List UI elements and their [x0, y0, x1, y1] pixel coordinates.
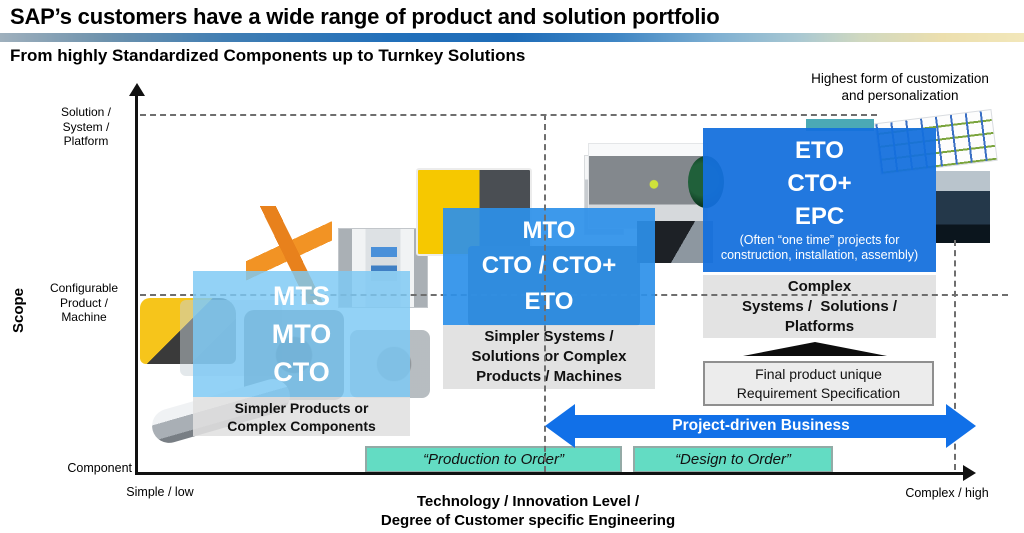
y-tick-line: Machine	[61, 310, 107, 324]
mto-caption-line: Products / Machines	[476, 368, 622, 385]
segment-eto-line: ETO	[795, 137, 844, 164]
dashed-line-solution-level	[140, 114, 877, 116]
eto-caption-line: Systems / Solutions /	[741, 297, 898, 315]
y-tick-component: Component	[67, 461, 132, 475]
y-axis-arrow-icon	[129, 83, 145, 96]
segment-mto: MTO CTO / CTO+ ETO	[443, 208, 655, 325]
production-to-order-box: “Production to Order”	[365, 446, 622, 473]
subtitle: From highly Standardized Components up t…	[10, 46, 526, 65]
final-product-box: Final product unique Requirement Specifi…	[703, 361, 934, 406]
dashed-line-mid-vertical	[544, 114, 546, 472]
segment-eto-line: EPC	[794, 203, 845, 230]
y-tick-line: Platform	[63, 134, 109, 148]
segment-mto-line: MTO	[522, 216, 576, 244]
eto-caption: Complex Systems / Solutions / Platforms	[703, 275, 936, 338]
eto-note-line: (Often “one time” projects for	[739, 233, 900, 247]
x-axis-title-line: Degree of Customer specific Engineering	[380, 512, 676, 529]
project-arrow-label: Project-driven Business	[672, 417, 850, 434]
highest-customization-line: and personalization	[841, 87, 959, 103]
y-tick-line: Configurable	[49, 281, 119, 295]
highest-customization-line: Highest form of customization	[811, 71, 989, 86]
title-divider	[0, 33, 1024, 42]
mts-caption: Simpler Products or Complex Components	[193, 397, 410, 436]
highest-customization-note: Highest form of customization and person…	[790, 71, 1010, 104]
x-axis	[135, 472, 965, 475]
segment-mts-line: MTO	[271, 318, 332, 349]
eto-caption-line: Platforms	[784, 317, 855, 335]
x-axis-title-line: Technology / Innovation Level /	[416, 493, 640, 510]
dashed-line-right-vertical	[954, 240, 956, 470]
y-tick-line: Solution /	[60, 105, 112, 119]
mts-caption-line: Complex Components	[227, 417, 376, 434]
x-axis-title: Technology / Innovation Level / Degree o…	[328, 492, 728, 530]
final-product-line: Requirement Specification	[736, 384, 901, 401]
arrow-right-head-icon	[946, 404, 976, 448]
mto-caption-line: Simpler Systems /	[484, 328, 614, 345]
y-tick-line: Product /	[59, 295, 109, 310]
ship-photo	[936, 171, 990, 243]
eto-caption-line: Complex	[787, 277, 852, 295]
design-to-order-box: “Design to Order”	[633, 446, 833, 473]
segment-mts-line: CTO	[273, 356, 330, 387]
x-axis-arrow-icon	[963, 465, 976, 481]
page-title: SAP’s customers have a wide range of pro…	[10, 4, 720, 29]
segment-eto-line: CTO+	[787, 170, 852, 197]
segment-eto: ETO CTO+ EPC (Often “one time” projects …	[703, 128, 936, 272]
y-tick-solution: Solution / System / Platform	[40, 105, 132, 149]
project-arrow	[574, 415, 948, 438]
y-axis	[135, 94, 138, 474]
x-tick-complex-high: Complex / high	[905, 486, 989, 500]
x-tick-simple-low: Simple / low	[126, 485, 194, 499]
segment-mts-line: MTS	[273, 280, 330, 311]
final-product-line: Final product unique	[755, 365, 882, 382]
mto-caption: Simpler Systems / Solutions or Complex P…	[443, 325, 655, 389]
y-tick-configurable: Configurable Product / Machine	[36, 281, 132, 325]
segment-mto-line: ETO	[524, 288, 574, 316]
segment-mto-line: CTO / CTO+	[481, 252, 617, 280]
triangle-pointer-icon	[743, 342, 887, 356]
eto-note-line: construction, installation, assembly)	[720, 248, 919, 262]
mto-caption-line: Solutions or Complex	[471, 348, 627, 365]
y-tick-line: System /	[62, 119, 110, 134]
segment-mts: MTS MTO CTO	[193, 271, 410, 397]
mts-caption-line: Simpler Products or	[234, 399, 369, 416]
y-axis-title: Scope	[10, 287, 27, 333]
arrow-left-head-icon	[545, 404, 575, 448]
